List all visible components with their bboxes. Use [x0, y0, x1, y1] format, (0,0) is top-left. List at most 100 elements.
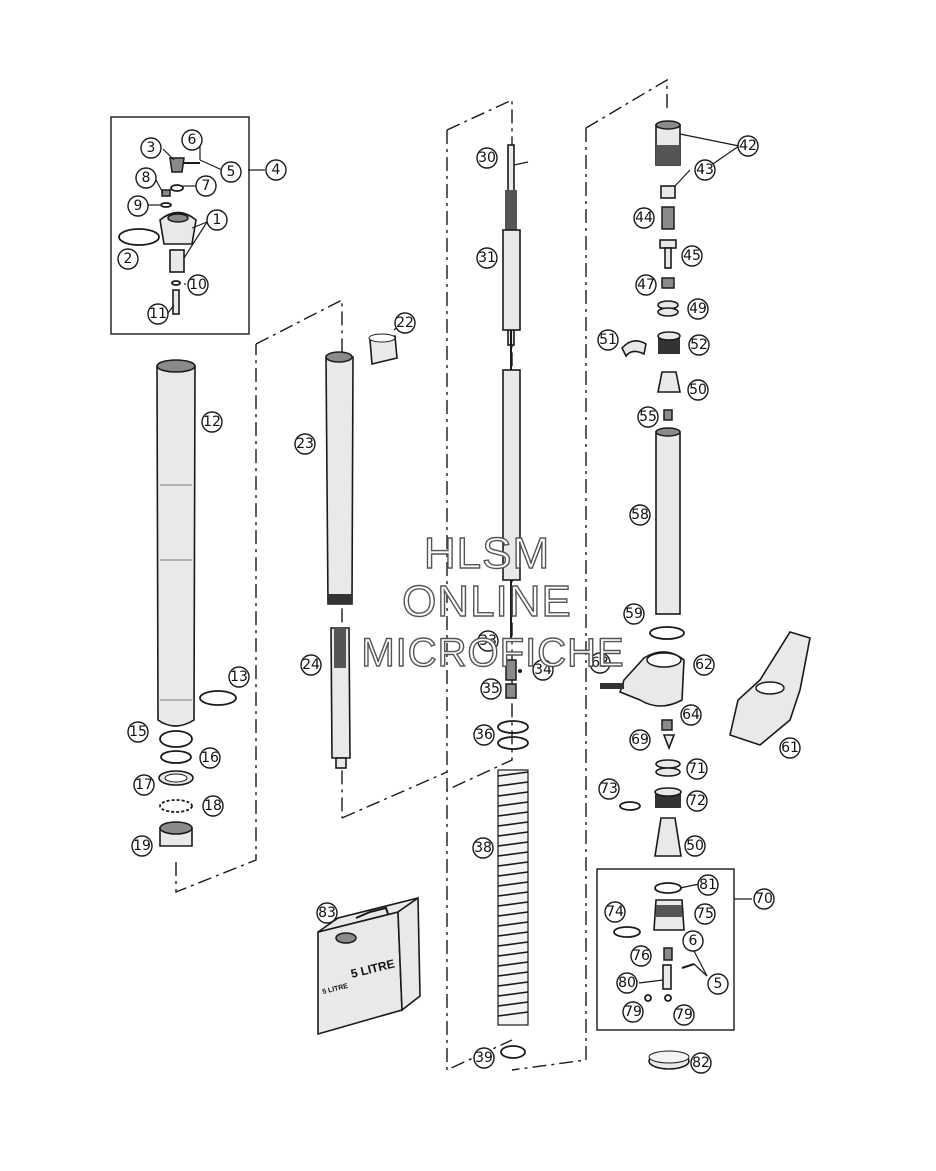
callout-74[interactable]: 75 [694, 903, 716, 925]
needle-80 [662, 964, 672, 990]
callout-5[interactable]: 5 [220, 161, 242, 183]
o-ring-73 [613, 926, 641, 938]
callout-24[interactable]: 24 [300, 654, 322, 676]
callout-58[interactable]: 58 [629, 504, 651, 526]
callout-70[interactable]: 71 [686, 758, 708, 780]
callout-19-label: 19 [133, 838, 151, 854]
oil-container-83: 5 LITRE 5 LITRE [317, 896, 421, 1036]
bolt-62 [600, 683, 624, 689]
callout-12[interactable]: 12 [201, 411, 223, 433]
callout-7[interactable]: 7 [195, 175, 217, 197]
callout-42-label: 42 [739, 138, 757, 154]
callout-18[interactable]: 18 [202, 795, 224, 817]
callout-83[interactable]: 83 [316, 902, 338, 924]
callout-49-label: 49 [689, 301, 707, 317]
callout-60[interactable]: 61 [779, 737, 801, 759]
callout-9[interactable]: 9 [127, 195, 149, 217]
callout-51[interactable]: 51 [597, 329, 619, 351]
callout-10-label: 10 [189, 277, 207, 293]
callout-16[interactable]: 16 [199, 747, 221, 769]
callout-6[interactable]: 6 [181, 129, 203, 151]
callout-17-label: 17 [135, 777, 153, 793]
callout-33[interactable]: 33 [477, 630, 499, 652]
callout-8[interactable]: 8 [135, 167, 157, 189]
callout-22-label: 22 [396, 315, 414, 331]
callout-39[interactable]: 39 [473, 1047, 495, 1069]
callout-19[interactable]: 19 [131, 835, 153, 857]
callout-44[interactable]: 44 [633, 207, 655, 229]
fork-foot-61 [619, 651, 685, 707]
callout-38[interactable]: 38 [472, 837, 494, 859]
callout-30[interactable]: 30 [476, 147, 498, 169]
callout-81-label: 81 [699, 877, 717, 893]
callout-22[interactable]: 22 [394, 312, 416, 334]
callout-36[interactable]: 36 [473, 724, 495, 746]
callout-75[interactable]: 76 [630, 945, 652, 967]
callout-31[interactable]: 31 [476, 247, 498, 269]
callout-71-label: 72 [688, 793, 706, 809]
callout-73[interactable]: 74 [604, 901, 626, 923]
callout-74-label: 75 [696, 906, 714, 922]
callout-42[interactable]: 42 [737, 135, 759, 157]
callout-18-label: 18 [204, 798, 222, 814]
callout-45[interactable]: 45 [681, 245, 703, 267]
callout-11[interactable]: 11 [147, 303, 169, 325]
callout-50b[interactable]: 50 [684, 835, 706, 857]
watermark-line-1: HLSM [424, 529, 550, 578]
callout-59[interactable]: 59 [623, 603, 645, 625]
callout-64[interactable]: 69 [629, 729, 651, 751]
callout-82[interactable]: 82 [690, 1052, 712, 1074]
callout-5b[interactable]: 5 [707, 973, 729, 995]
callout-13[interactable]: 13 [228, 666, 250, 688]
callout-83-label: 83 [318, 905, 336, 921]
callout-69[interactable]: 70 [753, 888, 775, 910]
callout-6b-label: 6 [689, 933, 698, 949]
callout-43[interactable]: 43 [694, 159, 716, 181]
callout-51-label: 51 [599, 332, 617, 348]
callout-80[interactable]: 80 [616, 972, 638, 994]
callout-62[interactable]: 63 [589, 652, 611, 674]
callout-52[interactable]: 52 [688, 334, 710, 356]
inner-tube-23 [325, 351, 354, 605]
callout-61[interactable]: 62 [693, 654, 715, 676]
callout-15-label: 15 [129, 724, 147, 740]
callout-81[interactable]: 81 [697, 874, 719, 896]
part-47 [661, 277, 675, 289]
callout-23[interactable]: 23 [294, 433, 316, 455]
callout-2-label: 2 [124, 251, 133, 267]
callout-15[interactable]: 15 [127, 721, 149, 743]
o-ring-13 [199, 690, 237, 706]
callout-49[interactable]: 49 [687, 298, 709, 320]
o-ring-72 [619, 801, 641, 811]
callout-47[interactable]: 47 [635, 274, 657, 296]
callout-63[interactable]: 64 [680, 704, 702, 726]
callout-13-label: 13 [230, 669, 248, 685]
callout-50a[interactable]: 50 [687, 379, 709, 401]
callout-1[interactable]: 1 [206, 209, 228, 231]
callout-72[interactable]: 73 [598, 778, 620, 800]
group-69-frame [596, 868, 735, 1031]
spring-44 [661, 206, 675, 230]
ball-76 [644, 994, 652, 1002]
callout-6b[interactable]: 6 [682, 930, 704, 952]
spring-38 [497, 769, 529, 1026]
o-ring-81 [654, 882, 682, 894]
callout-2[interactable]: 2 [117, 248, 139, 270]
callout-34[interactable]: 34 [532, 659, 554, 681]
callout-76[interactable]: 79 [622, 1001, 644, 1023]
callout-71[interactable]: 72 [686, 790, 708, 812]
callout-35[interactable]: 35 [480, 678, 502, 700]
callout-55[interactable]: 55 [637, 406, 659, 428]
callout-5-label: 5 [227, 164, 236, 180]
callout-3-label: 3 [147, 140, 156, 156]
callout-47-label: 47 [637, 277, 655, 293]
callout-17[interactable]: 17 [133, 774, 155, 796]
callout-58-label: 58 [631, 507, 649, 523]
callout-10[interactable]: 10 [187, 274, 209, 296]
callout-3[interactable]: 3 [140, 137, 162, 159]
callout-76-label: 79 [624, 1004, 642, 1020]
callout-79[interactable]: 79 [673, 1004, 695, 1026]
callout-4[interactable]: 4 [265, 159, 287, 181]
piston-71 [654, 787, 682, 808]
